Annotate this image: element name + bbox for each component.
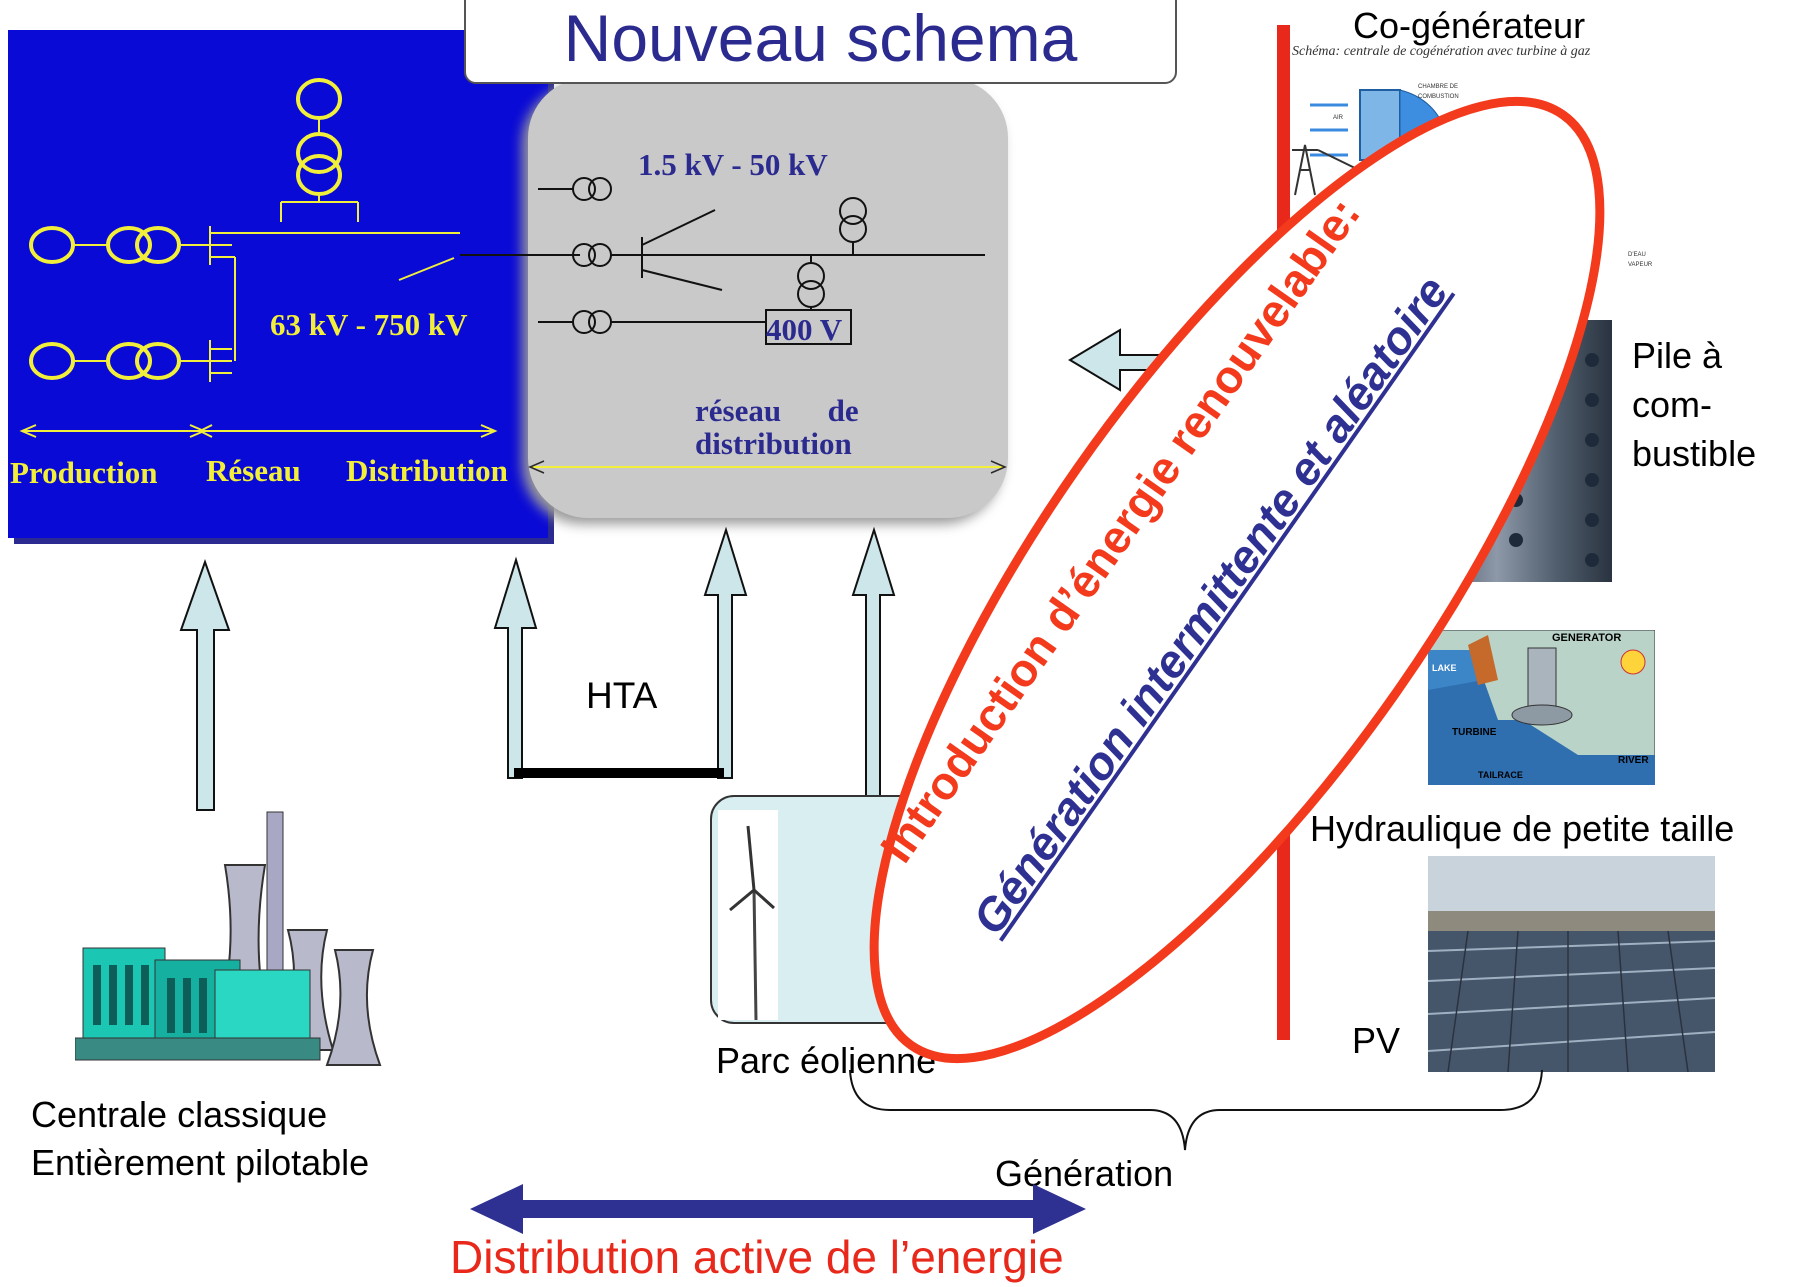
- classic-plant-label-2: Entièrement pilotable: [31, 1142, 370, 1183]
- fuel-cell-label-2: com-: [1632, 384, 1712, 425]
- lv-label: 400 V: [766, 312, 843, 347]
- hydro-label: Hydraulique de petite taille: [1310, 808, 1735, 849]
- arrow-classic-up: [179, 558, 231, 811]
- hydro-turbine-text: TURBINE: [1452, 727, 1497, 738]
- pv-image: [1428, 856, 1715, 1072]
- arrow-wind-up: [851, 526, 896, 801]
- fuel-cell-detail-icon: [1509, 353, 1599, 567]
- fuel-cell-label-3: bustible: [1632, 433, 1757, 474]
- reseau-label: Réseau: [206, 453, 301, 488]
- hydro-tailrace-text: TAILRACE: [1478, 770, 1523, 780]
- arrow-hta-left-up: [493, 556, 538, 779]
- cogen-note-3: AIR: [1333, 115, 1344, 121]
- hydro-river-text: RIVER: [1618, 755, 1649, 766]
- hta-bar: [514, 768, 724, 778]
- wind-turbine-icon: [718, 810, 778, 1020]
- classic-plant-label-1: Centrale classique: [31, 1094, 328, 1135]
- transmission-network-panel: [8, 30, 548, 538]
- distribution-network-label-2: distribution: [695, 426, 852, 461]
- hta-label: HTA: [586, 675, 658, 716]
- cogen-note-2: COMBUSTION: [1418, 94, 1459, 100]
- hydro-lake-text: LAKE: [1432, 663, 1457, 673]
- hydro-generator-text: GENERATOR: [1552, 632, 1622, 644]
- hydro-image: [1428, 630, 1655, 785]
- wind-farm-label: Parc éolienne: [716, 1040, 937, 1081]
- page-title: Nouveau schema: [563, 1, 1078, 75]
- generation-label: Génération: [995, 1153, 1174, 1194]
- active-distribution-label: Distribution active de l’energie: [450, 1231, 1064, 1283]
- cogen-note-5: VAPEUR: [1628, 262, 1653, 268]
- title-box: Nouveau schema: [464, 0, 1177, 84]
- cogenerator-caption: Schéma: centrale de cogénération avec tu…: [1292, 44, 1591, 59]
- cogen-note-4: D'EAU: [1628, 252, 1646, 258]
- distribution-label: Distribution: [346, 453, 508, 488]
- arrow-hta-right-up: [703, 526, 748, 779]
- cogen-note-1: CHAMBRE DE: [1418, 84, 1459, 90]
- classic-plant-icon: [75, 811, 382, 1066]
- cogenerator-label: Co-générateur: [1353, 5, 1586, 46]
- distribution-network-panel: [528, 78, 1008, 518]
- distribution-network-label-1: réseau de: [695, 393, 859, 428]
- pv-label: PV: [1352, 1020, 1401, 1061]
- hv-range-label: 63 kV - 750 kV: [270, 307, 468, 342]
- production-label: Production: [10, 455, 158, 490]
- fuel-cell-label-1: Pile à: [1632, 335, 1723, 376]
- mv-range-label: 1.5 kV - 50 kV: [638, 147, 828, 182]
